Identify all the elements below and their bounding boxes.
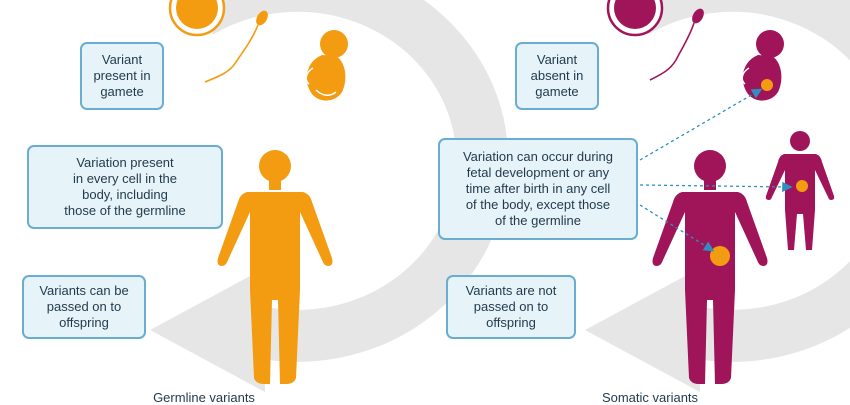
germline-every-cell-box: Variation present in every cell in the b… — [27, 145, 223, 229]
somatic-gamete-box: Variant absent in gamete — [515, 42, 599, 110]
germline-fetus-icon — [305, 30, 348, 101]
somatic-development-label: Variation can occur during fetal develop… — [462, 149, 614, 228]
germline-caption: Germline variants — [153, 390, 255, 405]
somatic-sperm-icon — [649, 8, 704, 81]
germline-gamete-label: Variant present in gamete — [93, 52, 151, 99]
somatic-passed-label: Variants are not passed on to offspring — [465, 283, 557, 330]
somatic-fetus-icon — [741, 30, 784, 101]
somatic-development-box: Variation can occur during fetal develop… — [438, 138, 638, 240]
variation-connectors — [639, 88, 793, 252]
germline-egg-icon — [168, 0, 226, 37]
somatic-caption: Somatic variants — [601, 390, 699, 405]
germline-sperm-icon — [204, 10, 268, 83]
somatic-human-figure — [652, 150, 768, 384]
fetus-variant-dot — [761, 79, 773, 91]
germline-passed-box: Variants can be passed on to offspring — [22, 275, 146, 339]
somatic-cycle-arrow — [585, 0, 850, 392]
somatic-passed-box: Variants are not passed on to offspring — [446, 275, 576, 339]
somatic-egg-icon — [606, 0, 664, 37]
germline-every-cell-label: Variation present in every cell in the b… — [64, 155, 186, 218]
germline-human-figure — [217, 150, 333, 384]
somatic-child-figure — [765, 131, 835, 250]
germline-cycle-arrow — [150, 0, 509, 392]
somatic-gamete-label: Variant absent in gamete — [530, 52, 584, 99]
adult-variant-dot — [710, 246, 730, 266]
germline-passed-label: Variants can be passed on to offspring — [39, 283, 129, 330]
germline-gamete-box: Variant present in gamete — [80, 42, 164, 110]
child-variant-dot — [796, 180, 808, 192]
